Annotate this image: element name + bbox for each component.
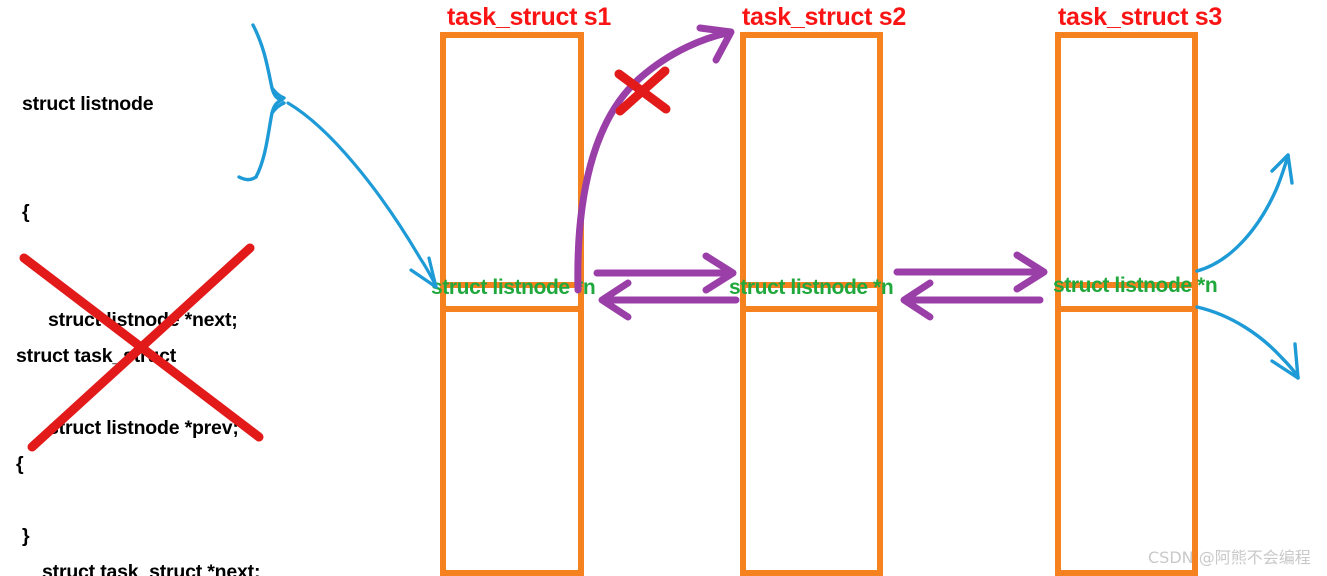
box-title-s1: task_struct s1 <box>447 3 611 31</box>
code-line: } <box>22 525 30 547</box>
code-line: struct listnode <box>22 93 154 115</box>
code-line: struct task_struct <box>16 345 177 367</box>
tail-arrow-up-icon <box>1195 153 1294 273</box>
csdn-watermark: CSDN @阿熊不会编程 <box>1148 548 1311 567</box>
listnode-band-s2 <box>740 282 883 312</box>
code-block-task-struct: struct task_struct { struct task_struct … <box>16 266 261 576</box>
band-label-s1: struct listnode *n <box>431 276 596 299</box>
next-arrow-head-s2-s3 <box>1013 251 1048 293</box>
listnode-band-s3 <box>1055 282 1198 312</box>
rejected-link-arrow-head <box>696 24 735 64</box>
band-label-s2: struct listnode *n <box>729 276 894 299</box>
crossout-rejected-link-icon <box>614 66 671 116</box>
rejected-link-arrow-icon <box>574 24 735 294</box>
code-line: { <box>16 453 24 475</box>
code-line: { <box>22 201 30 223</box>
band-label-s3: struct listnode *n <box>1053 274 1218 297</box>
code-line: struct task_struct *next; <box>42 561 261 576</box>
brace-to-node-arrow-icon <box>286 101 438 289</box>
prev-arrow-head-s2-s1 <box>598 279 632 321</box>
prev-arrow-head-s3-s2 <box>900 279 934 321</box>
struct-box-s2 <box>740 32 883 576</box>
list-link-s1-s2 <box>593 252 740 321</box>
blue-curly-brace-icon <box>237 23 286 182</box>
struct-box-s3 <box>1055 32 1198 576</box>
listnode-band-s1 <box>440 282 584 312</box>
tail-arrow-down-icon <box>1195 305 1300 380</box>
box-title-s2: task_struct s2 <box>742 3 906 31</box>
list-link-s2-s3 <box>893 251 1048 321</box>
box-title-s3: task_struct s3 <box>1058 3 1222 31</box>
struct-box-s1 <box>440 32 584 576</box>
